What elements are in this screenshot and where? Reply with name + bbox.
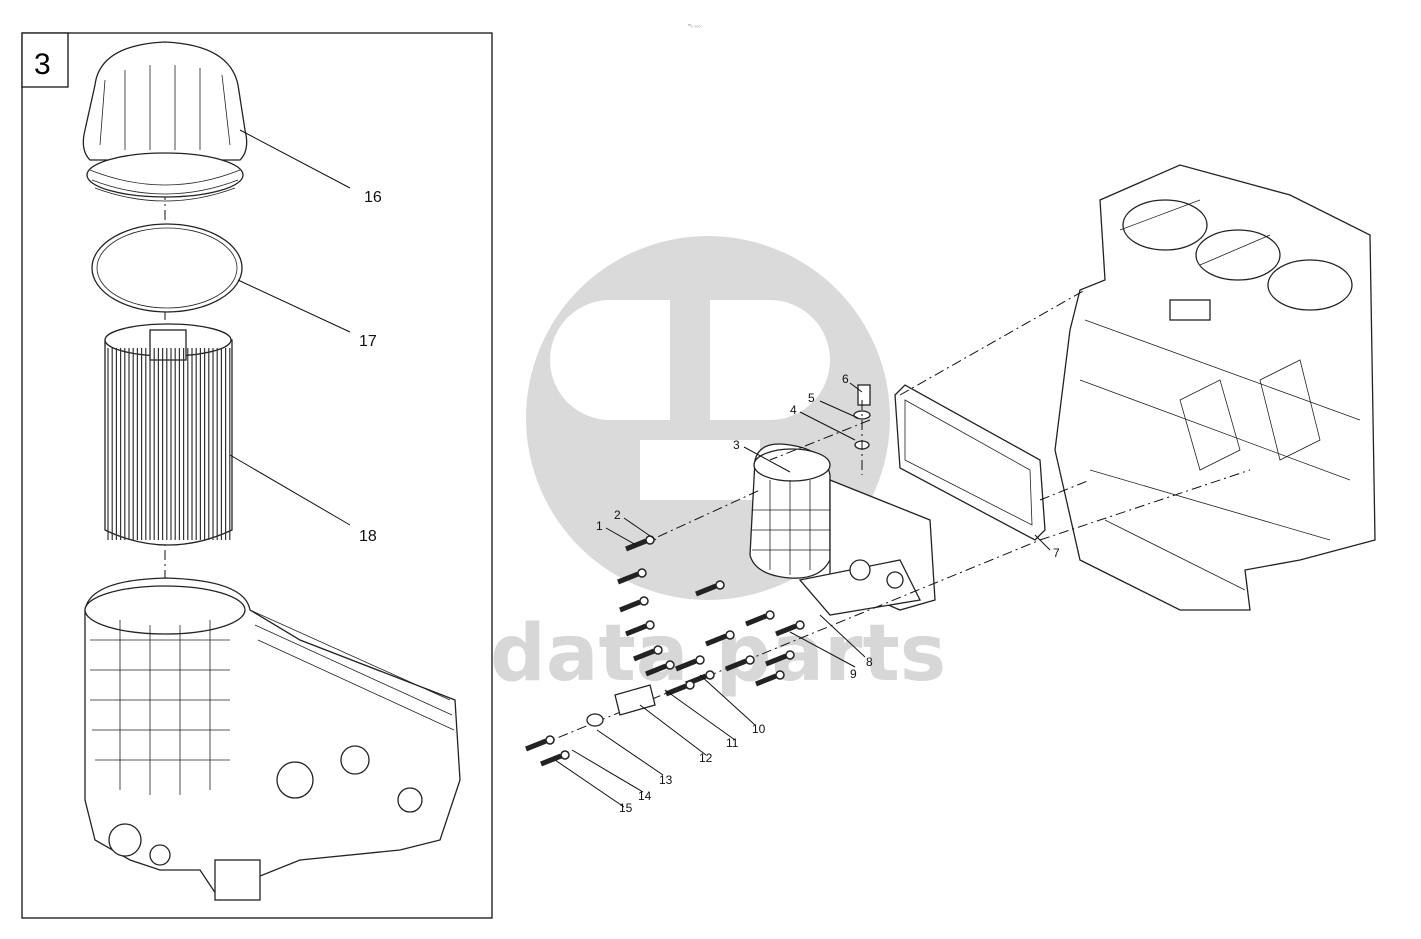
bolt [633,645,663,662]
callout-14: 14 [638,789,652,803]
filter-housing [84,577,461,901]
callout-10: 10 [752,722,766,736]
bolt [775,620,805,637]
callout-13: 13 [659,773,673,787]
bolt [619,596,649,613]
gasket [894,384,1046,541]
bolt [617,568,647,585]
panel-frame [21,32,493,919]
watermark: data parts [490,236,946,699]
filter-cap [82,41,248,202]
bolt [675,655,705,672]
callout-5: 5 [808,391,815,405]
watermark-text: data parts [490,609,946,699]
filter-element [104,323,233,546]
callout-6: 6 [842,372,849,386]
o-ring [91,223,243,313]
oil-filter-module [749,443,936,616]
callout-2: 2 [614,508,621,522]
callout-9: 9 [850,667,857,681]
bolt [765,650,795,667]
panel-number-box [21,32,69,88]
detail-panel: 3 [21,32,493,919]
bolt [725,655,755,672]
bolt [625,620,655,637]
callout-7: 7 [1053,546,1060,560]
callout-16: 16 [364,189,382,206]
callout-11: 11 [726,736,739,750]
callout-4: 4 [790,403,797,417]
callout-12: 12 [699,751,713,765]
plug-and-washers [853,384,871,475]
bolt [695,580,725,597]
bolt [525,735,555,752]
callout-17: 17 [359,333,377,350]
callout-8: 8 [866,655,873,669]
top-tiny-text: ᵐ₀ ₀₀₀ [688,23,701,29]
engine-block [1054,164,1376,611]
bolt [645,660,675,677]
callout-18: 18 [359,528,377,545]
callout-1: 1 [596,519,603,533]
bolt [755,670,785,687]
adapter-flange [614,684,656,716]
bolt [540,750,570,767]
callout-3: 3 [733,438,740,452]
bolt [745,610,775,627]
bolt-set [525,535,805,767]
panel-number: 3 [34,48,51,81]
bolt [705,630,735,647]
leader-lines [554,382,1051,808]
callout-15: 15 [619,801,633,815]
